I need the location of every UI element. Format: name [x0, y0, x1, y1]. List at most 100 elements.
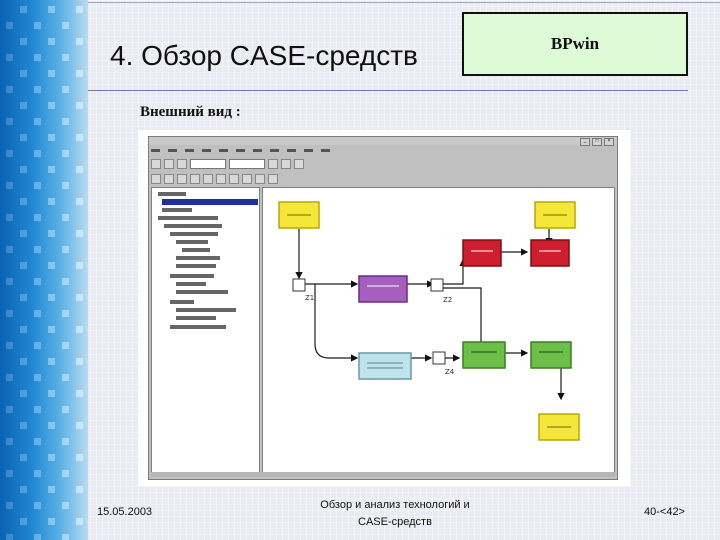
toolbar-button[interactable] [203, 174, 213, 184]
toolbar-dropdown[interactable] [229, 159, 265, 169]
toolbar-button[interactable] [216, 174, 226, 184]
decorative-square [48, 166, 55, 173]
decorative-square [20, 390, 27, 397]
tree-item[interactable] [176, 290, 228, 294]
tree-item[interactable] [176, 316, 216, 320]
decorative-square [48, 486, 55, 493]
activity-box-green-left[interactable] [462, 341, 506, 369]
decorative-square [76, 422, 83, 429]
decorative-square [62, 182, 69, 189]
menu-item[interactable] [151, 149, 160, 152]
tree-item[interactable] [176, 308, 236, 312]
menu-item[interactable] [253, 149, 262, 152]
toolbar-button[interactable] [268, 174, 278, 184]
menu-item[interactable] [304, 149, 313, 152]
decorative-square [34, 534, 41, 540]
tree-item[interactable] [170, 300, 194, 304]
decorative-square [76, 134, 83, 141]
toolbar-button[interactable] [177, 159, 187, 169]
tree-item[interactable] [176, 240, 208, 244]
tree-item[interactable] [158, 216, 218, 220]
toolbar-dropdown[interactable] [190, 159, 226, 169]
tree-item[interactable] [170, 274, 214, 278]
activity-box-red-right[interactable] [530, 239, 570, 267]
tree-item[interactable] [170, 232, 218, 236]
decorative-square [6, 118, 13, 125]
pointer-tool-icon[interactable] [151, 174, 161, 184]
activity-box-green-right[interactable] [530, 341, 572, 369]
activity-box-red-left[interactable] [462, 239, 502, 267]
tree-item[interactable] [170, 325, 226, 329]
tree-item[interactable] [158, 192, 186, 196]
decorative-square [20, 230, 27, 237]
decorative-square [6, 54, 13, 61]
decorative-square [20, 518, 27, 525]
toolbar-button[interactable] [255, 174, 265, 184]
tree-item[interactable] [176, 282, 206, 286]
menu-item[interactable] [270, 149, 279, 152]
toolbar-button[interactable] [164, 159, 174, 169]
activity-box-purple[interactable] [358, 275, 408, 303]
decorative-square [62, 342, 69, 349]
maximize-button[interactable]: □ [592, 138, 602, 146]
toolbar-button[interactable] [229, 174, 239, 184]
footer-course-title-line2: CASE-средств [358, 516, 432, 528]
toolbar-button[interactable] [281, 159, 291, 169]
slide-title: 4. Обзор CASE-средств [110, 40, 418, 71]
decorative-square [34, 182, 41, 189]
box-tool-icon[interactable] [164, 174, 174, 184]
text-tool-icon[interactable] [190, 174, 200, 184]
decorative-square [34, 118, 41, 125]
decorative-square [62, 278, 69, 285]
decorative-square [6, 374, 13, 381]
decorative-square [62, 534, 69, 540]
decorative-square [34, 214, 41, 221]
external-ref-yellow-top-left[interactable] [278, 201, 320, 229]
junction-z4[interactable]: Z4 [432, 351, 455, 376]
decorative-square [20, 294, 27, 301]
tree-item[interactable] [162, 208, 192, 212]
menu-item[interactable] [219, 149, 228, 152]
decorative-square [6, 502, 13, 509]
menu-item[interactable] [321, 149, 330, 152]
decorative-square [34, 86, 41, 93]
tree-item[interactable] [176, 256, 220, 260]
menu-item[interactable] [202, 149, 211, 152]
toolbar-button[interactable] [151, 159, 161, 169]
model-explorer-tree[interactable] [151, 187, 260, 473]
decorative-square [34, 502, 41, 509]
toolbar-button[interactable] [268, 159, 278, 169]
connectors [295, 229, 565, 401]
junction-z2[interactable]: Z2 [430, 278, 452, 304]
menu-item[interactable] [236, 149, 245, 152]
bpwin-screenshot: _ □ × [138, 130, 630, 486]
menu-item[interactable] [168, 149, 177, 152]
menu-item[interactable] [185, 149, 194, 152]
minimize-button[interactable]: _ [580, 138, 590, 146]
external-ref-yellow-top-right[interactable] [534, 201, 576, 229]
tree-item-selected[interactable] [162, 199, 258, 205]
toolbar-button[interactable] [242, 174, 252, 184]
tree-item[interactable] [164, 224, 222, 228]
tree-item[interactable] [176, 264, 216, 268]
arrow-tool-icon[interactable] [177, 174, 187, 184]
decorative-square [48, 102, 55, 109]
decorative-square [76, 294, 83, 301]
menu-item[interactable] [287, 149, 296, 152]
close-button[interactable]: × [604, 138, 614, 146]
toolbar-button[interactable] [294, 159, 304, 169]
decorative-square [34, 438, 41, 445]
junction-z1[interactable]: Z1 [292, 278, 314, 302]
idef0-diagram-canvas[interactable]: Z1 Z2 Z4 [262, 187, 615, 473]
decorative-square [48, 454, 55, 461]
external-ref-yellow-bottom[interactable] [538, 413, 580, 441]
decorative-square [34, 470, 41, 477]
activity-box-light-blue[interactable] [358, 352, 412, 380]
decorative-square [20, 166, 27, 173]
top-divider [88, 2, 720, 3]
main-toolbar [151, 158, 304, 170]
tree-item[interactable] [182, 248, 210, 252]
menu-bar [151, 147, 330, 155]
decorative-square [6, 278, 13, 285]
decorative-square [20, 486, 27, 493]
